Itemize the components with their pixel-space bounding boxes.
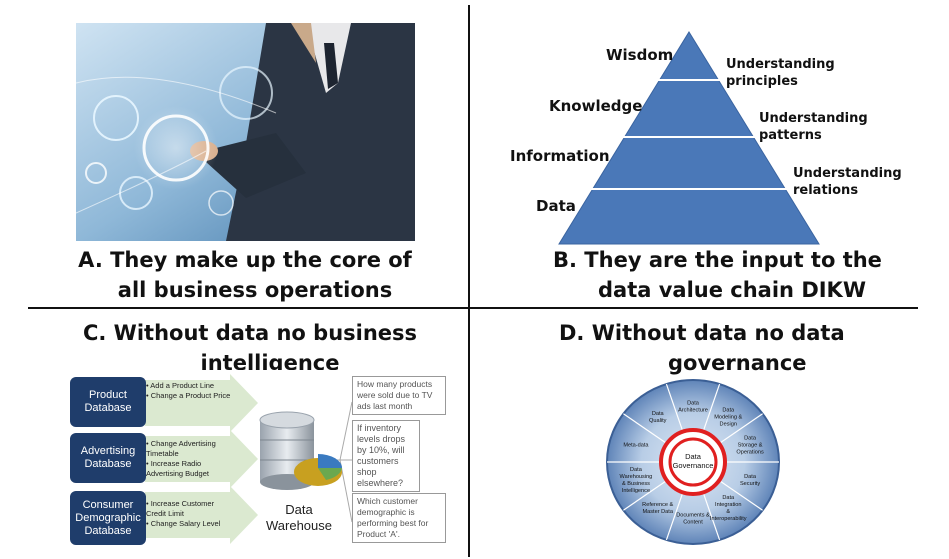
wheel-segment-label: Meta-data <box>623 443 649 449</box>
product-db-bullets: • Add a Product Line • Change a Product … <box>146 381 230 401</box>
bullet-text: Increase Customer Credit Limit <box>146 499 215 518</box>
understanding-relations: Understanding relations <box>793 165 902 199</box>
understanding-principles: Understanding principles <box>726 56 835 90</box>
wheel-spoke <box>665 493 684 541</box>
bullet-item: • Change Advertising Timetable <box>146 439 216 458</box>
warehouse-line: Data <box>285 502 313 517</box>
db-name-line: Advertising <box>80 445 136 457</box>
wheel-spoke <box>623 413 666 444</box>
wheel-spoke <box>702 383 721 431</box>
wheel-spoke <box>702 493 721 541</box>
bullet-item: • Change a Product Price <box>146 391 231 400</box>
panel-c-caption-line2: intelligence <box>200 351 340 370</box>
panel-a-caption: A. They make up the core of all business… <box>60 245 430 305</box>
panel-b-caption-line2: data value chain DIKW <box>598 278 866 302</box>
db-name-line: Demographic <box>75 511 141 524</box>
panel-a-caption-line1: A. They make up the core of <box>78 248 412 272</box>
business-photo <box>76 23 415 241</box>
question-box: How many products were sold due to TV ad… <box>352 376 446 415</box>
horizontal-divider <box>28 307 918 309</box>
database-cylinder-icon <box>259 411 342 490</box>
panel-d-caption-line1: D. Without data no data <box>559 321 845 345</box>
panel-c-caption-line1: C. Without data no business <box>82 321 418 345</box>
panel-d-caption: D. Without data no data governance <box>520 318 860 378</box>
wheel-spoke <box>720 413 763 444</box>
level-wisdom: Wisdom <box>606 46 674 64</box>
center-line: Governance <box>672 461 714 470</box>
right-label-line: Understanding <box>726 57 835 72</box>
vertical-divider <box>468 5 470 557</box>
level-data: Data <box>536 197 576 215</box>
panel-d-caption-line2: governance <box>668 351 807 375</box>
dikw-pyramid <box>558 31 820 245</box>
understanding-patterns: Understanding patterns <box>759 110 868 144</box>
wheel-segment-label: Reference &Master Data <box>642 502 674 515</box>
question-box: Which customer demographic is performing… <box>352 493 446 543</box>
panel-b-caption-line1: B. They are the input to the <box>553 248 882 272</box>
bullet-item: • Change Salary Level <box>146 519 221 528</box>
panel-b-caption: B. They are the input to the data value … <box>520 245 900 305</box>
wheel-spoke <box>665 383 684 431</box>
wheel-spoke <box>720 480 763 511</box>
db-name-line: Database <box>84 458 132 470</box>
question-box: If inventory levels drops by 10%, will c… <box>352 420 420 492</box>
bullet-text: Increase Radio Advertising Budget <box>146 459 209 478</box>
bullet-text: Add a Product Line <box>150 381 215 390</box>
center-line: Data <box>685 452 701 461</box>
right-label-line: Understanding <box>759 111 868 126</box>
bullet-text: Change Salary Level <box>150 519 221 528</box>
panel-c-caption: C. Without data no business intelligence <box>70 318 430 370</box>
bullet-item: • Increase Customer Credit Limit <box>146 499 215 518</box>
right-label-line: principles <box>726 74 798 89</box>
bullet-item: • Increase Radio Advertising Budget <box>146 459 209 478</box>
warehouse-line: Warehouse <box>266 518 332 533</box>
level-information: Information <box>510 147 610 165</box>
db-name-line: Database <box>84 402 132 414</box>
advertising-db-bullets: • Change Advertising Timetable • Increas… <box>146 439 236 479</box>
panel-a-caption-line2: all business operations <box>117 278 393 302</box>
right-label-line: patterns <box>759 128 822 143</box>
consumer-db-bullets: • Increase Customer Credit Limit • Chang… <box>146 499 236 529</box>
bullet-text: Change Advertising Timetable <box>146 439 216 458</box>
bullet-item: • Add a Product Line <box>146 381 215 390</box>
db-name-line: Consumer <box>82 498 134 511</box>
data-warehouse-label: Data Warehouse <box>264 502 334 534</box>
level-knowledge: Knowledge <box>549 97 643 115</box>
governance-center-label: Data Governance <box>669 452 717 470</box>
wheel-segment-label: Documents &Content <box>676 513 710 526</box>
db-name-line: Product <box>89 389 127 401</box>
wheel-spoke <box>623 480 666 511</box>
bullet-text: Change a Product Price <box>150 391 231 400</box>
right-label-line: Understanding <box>793 166 902 181</box>
db-name-line: Database <box>84 524 132 537</box>
right-label-line: relations <box>793 183 859 198</box>
